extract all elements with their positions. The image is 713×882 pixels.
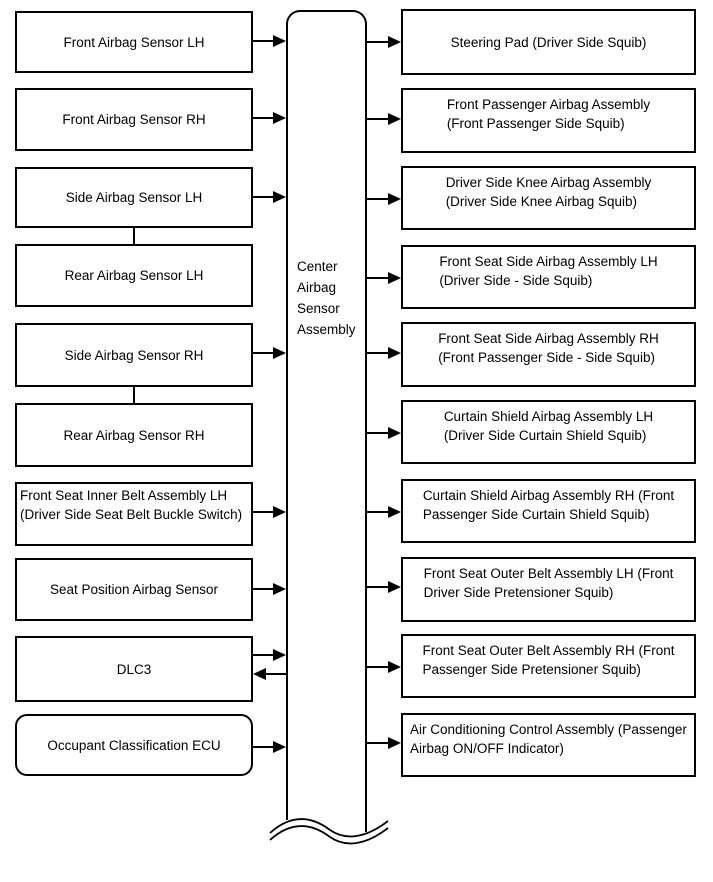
node-label: Seat Position Airbag Sensor — [49, 582, 219, 597]
arrow-line-outer-belt-rh — [365, 666, 389, 668]
arrowhead-left-icon — [253, 668, 266, 680]
center-airbag-sensor-assembly-label: Center Airbag Sensor Assembly — [297, 259, 356, 337]
node-front-airbag-sensor-lh: Front Airbag Sensor LH — [15, 11, 253, 73]
arrow-line-inner-belt-lh — [252, 511, 275, 513]
node-label: Front Seat Outer Belt Assembly LH (Front… — [423, 566, 674, 600]
arrowhead-right-icon — [388, 272, 401, 284]
node-side-airbag-sensor-rh: Side Airbag Sensor RH — [15, 323, 253, 387]
node-center-airbag-sensor-assembly — [286, 10, 367, 820]
center-column-border-extension — [365, 816, 367, 832]
arrowhead-right-icon — [388, 193, 401, 205]
arrowhead-right-icon — [388, 737, 401, 749]
arrowhead-right-icon — [273, 583, 286, 595]
node-front-seat-outer-belt-assembly-lh: Front Seat Outer Belt Assembly LH (Front… — [401, 557, 696, 622]
connector-side-to-rear-rh — [133, 387, 135, 403]
arrow-line-seat-position — [252, 588, 275, 590]
node-label: Front Airbag Sensor RH — [62, 112, 206, 127]
node-label: Front Seat Side Airbag Assembly RH (Fron… — [438, 331, 659, 365]
arrow-line-curtain-shield-lh — [365, 432, 389, 434]
node-driver-side-knee-airbag-assembly: Driver Side Knee Airbag Assembly (Driver… — [401, 166, 696, 230]
node-front-seat-side-airbag-assembly-lh: Front Seat Side Airbag Assembly LH (Driv… — [401, 245, 696, 309]
arrow-line-center-to-dlc3 — [264, 673, 287, 675]
arrow-line-knee-airbag — [365, 198, 389, 200]
arrowhead-right-icon — [388, 581, 401, 593]
arrow-line-occupant-ecu — [252, 746, 275, 748]
node-label: Side Airbag Sensor RH — [64, 347, 204, 363]
arrow-line-front-passenger-airbag — [365, 118, 389, 120]
node-label: Front Passenger Airbag Assembly (Front P… — [446, 97, 651, 131]
node-label: Curtain Shield Airbag Assembly LH (Drive… — [443, 409, 654, 443]
node-side-airbag-sensor-lh: Side Airbag Sensor LH — [15, 167, 253, 228]
node-label: Rear Airbag Sensor LH — [64, 268, 204, 283]
node-curtain-shield-airbag-assembly-lh: Curtain Shield Airbag Assembly LH (Drive… — [401, 400, 696, 464]
node-front-seat-outer-belt-assembly-rh: Front Seat Outer Belt Assembly RH (Front… — [401, 634, 696, 698]
arrow-line-ac-control — [365, 742, 389, 744]
arrowhead-right-icon — [273, 191, 286, 203]
node-curtain-shield-airbag-assembly-rh: Curtain Shield Airbag Assembly RH (Front… — [401, 479, 696, 543]
arrowhead-right-icon — [273, 649, 286, 661]
arrowhead-right-icon — [273, 112, 286, 124]
node-label: Front Seat Side Airbag Assembly LH (Driv… — [439, 254, 658, 288]
arrow-line-steering-pad — [365, 41, 389, 43]
node-label: Occupant Classification ECU — [47, 737, 221, 753]
node-label: Air Conditioning Control Assembly (Passe… — [410, 722, 687, 756]
arrowhead-right-icon — [388, 113, 401, 125]
node-label: Steering Pad (Driver Side Squib) — [450, 34, 647, 50]
arrowhead-right-icon — [388, 347, 401, 359]
node-rear-airbag-sensor-lh: Rear Airbag Sensor LH — [15, 244, 253, 307]
node-front-airbag-sensor-rh: Front Airbag Sensor RH — [15, 88, 253, 151]
arrow-line-front-airbag-lh — [252, 40, 275, 42]
arrow-line-side-airbag-lh — [252, 196, 275, 198]
node-label: Front Seat Inner Belt Assembly LH (Drive… — [20, 488, 243, 522]
node-rear-airbag-sensor-rh: Rear Airbag Sensor RH — [15, 403, 253, 467]
arrow-line-outer-belt-lh — [365, 586, 389, 588]
arrowhead-right-icon — [273, 35, 286, 47]
node-front-seat-side-airbag-assembly-rh: Front Seat Side Airbag Assembly RH (Fron… — [401, 322, 696, 387]
node-occupant-classification-ecu: Occupant Classification ECU — [15, 714, 253, 776]
arrowhead-right-icon — [273, 347, 286, 359]
arrowhead-right-icon — [273, 741, 286, 753]
arrowhead-right-icon — [388, 36, 401, 48]
node-dlc3: DLC3 — [15, 636, 253, 702]
arrowhead-right-icon — [388, 427, 401, 439]
node-label: Curtain Shield Airbag Assembly RH (Front… — [422, 488, 675, 522]
arrow-line-dlc3-to-center — [252, 654, 275, 656]
node-label: DLC3 — [116, 661, 152, 677]
arrow-line-front-airbag-rh — [252, 117, 275, 119]
connector-side-to-rear-lh — [133, 228, 135, 244]
arrow-line-seat-side-airbag-rh — [365, 352, 389, 354]
node-steering-pad: Steering Pad (Driver Side Squib) — [401, 9, 696, 75]
node-label: Side Airbag Sensor LH — [65, 190, 203, 205]
arrowhead-right-icon — [388, 506, 401, 518]
node-label: Rear Airbag Sensor RH — [63, 427, 205, 443]
node-air-conditioning-control-assembly: Air Conditioning Control Assembly (Passe… — [401, 713, 696, 777]
column-break-wave-icon — [269, 818, 389, 845]
node-label: Front Seat Outer Belt Assembly RH (Front… — [422, 643, 675, 677]
arrow-line-curtain-shield-rh — [365, 511, 389, 513]
node-label: Driver Side Knee Airbag Assembly (Driver… — [445, 175, 652, 209]
node-front-seat-inner-belt-assembly-lh: Front Seat Inner Belt Assembly LH (Drive… — [15, 482, 253, 546]
arrowhead-right-icon — [273, 506, 286, 518]
node-seat-position-airbag-sensor: Seat Position Airbag Sensor — [15, 558, 253, 621]
arrowhead-right-icon — [388, 661, 401, 673]
arrow-line-seat-side-airbag-lh — [365, 277, 389, 279]
node-label: Front Airbag Sensor LH — [63, 34, 205, 50]
arrow-line-side-airbag-rh — [252, 352, 275, 354]
node-front-passenger-airbag-assembly: Front Passenger Airbag Assembly (Front P… — [401, 88, 696, 153]
